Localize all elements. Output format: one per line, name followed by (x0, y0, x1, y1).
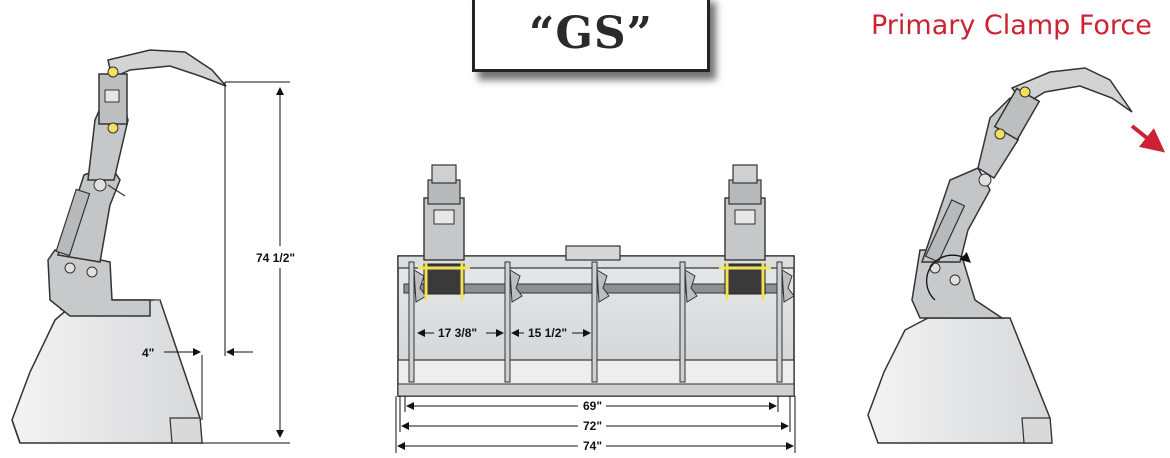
width-dimensions: 69" 72" 74" (395, 396, 796, 453)
overall-width-label: 74" (583, 439, 602, 453)
left-side-view (11, 49, 227, 444)
curved-arrow-icon (926, 252, 971, 301)
right-mount-tower (719, 164, 771, 300)
right-side-view (867, 67, 1166, 444)
inner-width-label: 69" (583, 399, 602, 413)
title-box: “GS” (472, 0, 710, 72)
tine-spacing-b-label: 15 1/2" (528, 326, 567, 340)
arrow-down-right-icon (1130, 124, 1166, 153)
offset-label: 4" (142, 346, 154, 360)
clamp-force-label: Primary Clamp Force (871, 10, 1152, 41)
tines (408, 261, 783, 383)
height-label: 74 1/2" (256, 251, 295, 265)
offset-dimension: 4" (142, 346, 253, 420)
tine-spacing-dimensions: 17 3/8" 15 1/2" (417, 326, 591, 340)
height-dimension: 74 1/2" (202, 81, 295, 444)
tine-spacing-a-label: 17 3/8" (438, 326, 477, 340)
model-title: “GS” (529, 7, 653, 59)
mid-width-label: 72" (583, 419, 602, 433)
left-mount-tower (418, 164, 470, 300)
front-view (397, 164, 795, 397)
